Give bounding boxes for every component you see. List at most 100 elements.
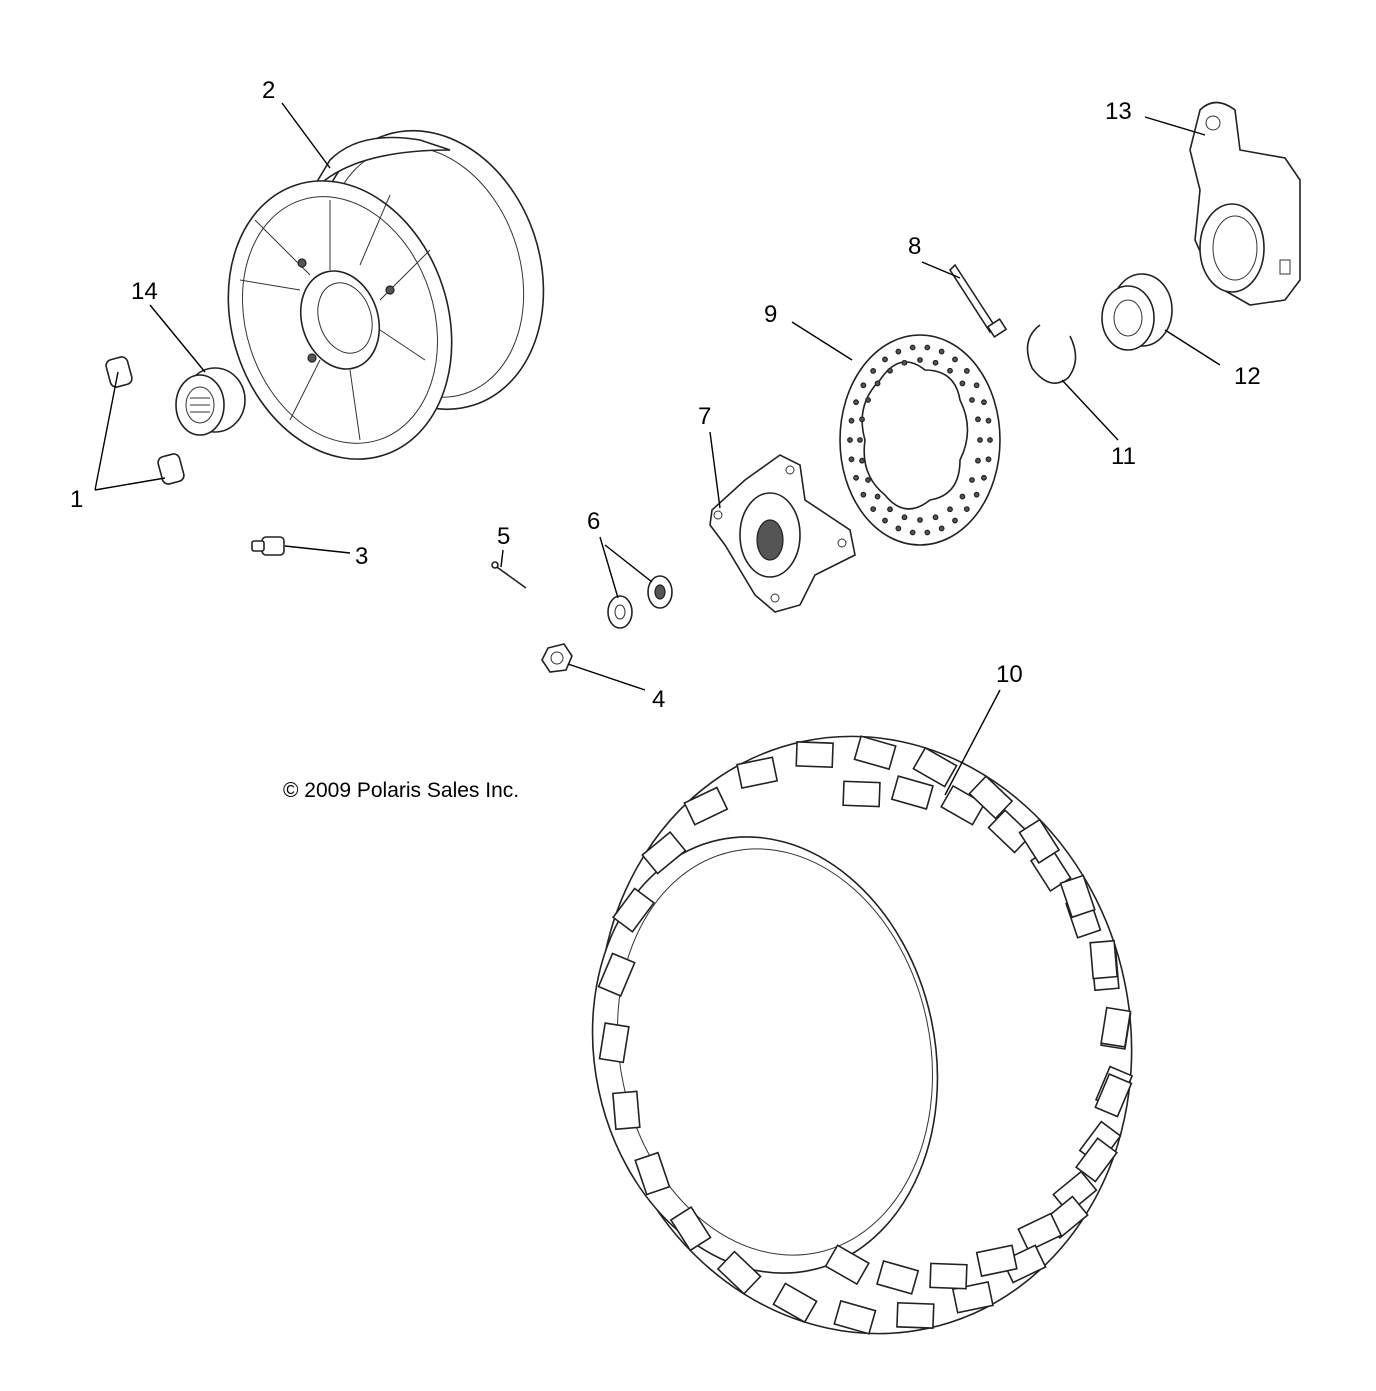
- hub-cap[interactable]: [175, 367, 246, 436]
- disc-hole: [901, 359, 908, 366]
- tread-block: [772, 1282, 818, 1324]
- disc-hole: [975, 457, 981, 464]
- disc-hole: [924, 529, 931, 536]
- disc-hole: [938, 525, 945, 532]
- tread-block: [975, 1244, 1018, 1278]
- disc-hole: [963, 367, 970, 374]
- tread-block: [1100, 1006, 1132, 1048]
- wheel-stud[interactable]: [948, 263, 1008, 338]
- tread-block: [951, 1280, 994, 1314]
- disc-hole: [977, 437, 983, 443]
- disc-hole: [917, 357, 923, 363]
- tire[interactable]: [543, 686, 1186, 1383]
- valve-stem-top[interactable]: [105, 356, 133, 389]
- callout-9: 9: [764, 301, 777, 328]
- steering-knuckle[interactable]: [1189, 101, 1301, 306]
- tread-block: [1089, 939, 1118, 980]
- tread-block: [1018, 818, 1061, 864]
- disc-hole: [981, 474, 987, 481]
- callout-12: 12: [1234, 363, 1261, 390]
- disc-hole: [857, 437, 863, 443]
- tread-block: [890, 775, 934, 811]
- disc-hole: [848, 456, 855, 463]
- tread-block: [833, 1299, 877, 1335]
- disc-hole: [860, 491, 867, 498]
- tread-block: [669, 1206, 712, 1252]
- callout-7: 7: [698, 403, 711, 430]
- tread-block: [736, 756, 779, 790]
- disc-hole: [973, 491, 980, 498]
- disc-hole: [882, 517, 888, 524]
- tread-block: [1017, 1212, 1063, 1252]
- disc-hole: [917, 517, 923, 523]
- disc-hole: [969, 397, 975, 403]
- disc-hole: [853, 399, 859, 406]
- disc-hole: [865, 397, 871, 403]
- cotter-pin[interactable]: [491, 561, 527, 589]
- tread-block: [912, 746, 958, 788]
- tread-block: [896, 1301, 935, 1329]
- disc-hole: [848, 417, 855, 424]
- disc-hole: [952, 356, 958, 363]
- disc-hole: [969, 477, 975, 483]
- callout-3: 3: [355, 543, 368, 570]
- tread-block: [597, 952, 636, 997]
- tread-block: [876, 1259, 920, 1295]
- washer-b[interactable]: [647, 575, 673, 609]
- callout-6: 6: [587, 508, 600, 535]
- disc-hole: [860, 382, 867, 389]
- wheel-bearing[interactable]: [1101, 273, 1173, 351]
- callout-10: 10: [996, 661, 1023, 688]
- tread-block: [683, 786, 729, 826]
- disc-hole: [909, 344, 916, 351]
- washer-a[interactable]: [607, 595, 633, 629]
- tread-block: [842, 780, 881, 808]
- disc-hole: [987, 437, 993, 443]
- wheel-hub[interactable]: [709, 454, 856, 613]
- callout-14: 14: [131, 278, 158, 305]
- disc-hole: [874, 493, 881, 500]
- tread-block: [612, 887, 656, 933]
- disc-hole: [853, 474, 859, 481]
- callout-11: 11: [1111, 443, 1136, 470]
- tread-block: [987, 809, 1033, 854]
- tread-block: [795, 741, 834, 769]
- callout-2: 2: [262, 77, 275, 104]
- disc-hole: [932, 514, 939, 521]
- tread-block: [1059, 874, 1096, 919]
- tread-block: [1074, 1137, 1118, 1183]
- disc-hole: [959, 493, 966, 500]
- tread-block: [940, 784, 986, 826]
- disc-hole: [938, 348, 945, 355]
- disc-hole: [963, 506, 970, 513]
- disc-hole: [981, 399, 987, 406]
- disc-hole: [932, 359, 939, 366]
- disc-hole: [895, 348, 902, 355]
- disc-hole: [847, 437, 853, 443]
- disc-hole: [859, 416, 865, 423]
- valve-3[interactable]: [251, 536, 285, 556]
- tread-block: [1094, 1073, 1133, 1118]
- tread-block: [853, 735, 897, 771]
- disc-hole: [947, 367, 953, 374]
- callout-4: 4: [652, 686, 665, 713]
- disc-hole: [870, 367, 877, 374]
- wheel-rim[interactable]: [193, 101, 578, 488]
- disc-hole: [874, 380, 881, 387]
- copyright-notice: © 2009 Polaris Sales Inc.: [283, 779, 519, 802]
- disc-hole: [985, 417, 992, 424]
- castle-nut[interactable]: [541, 643, 573, 673]
- disc-hole: [985, 456, 992, 463]
- tread-block: [598, 1022, 630, 1064]
- disc-hole: [901, 514, 908, 521]
- snap-ring[interactable]: [1026, 324, 1077, 384]
- tread-block: [968, 775, 1014, 820]
- disc-hole: [952, 517, 958, 524]
- disc-hole: [959, 380, 966, 387]
- brake-disc[interactable]: [839, 334, 1001, 546]
- valve-stem-bottom[interactable]: [157, 453, 185, 486]
- disc-hole: [882, 356, 888, 363]
- disc-hole: [859, 457, 865, 464]
- disc-hole: [865, 477, 871, 483]
